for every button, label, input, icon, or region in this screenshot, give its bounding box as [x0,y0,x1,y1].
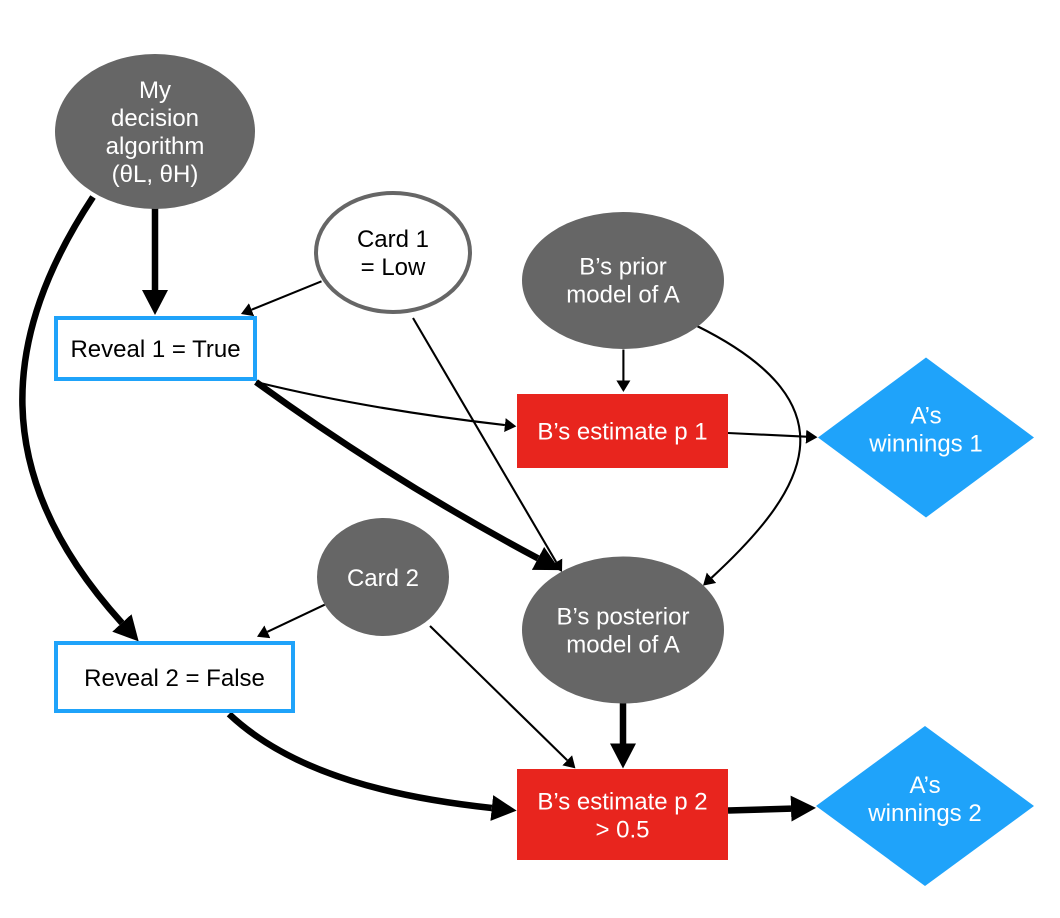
svg-text:B’s estimate p 2: B’s estimate p 2 [537,788,707,815]
svg-text:B’s posterior: B’s posterior [557,604,690,631]
svg-text:A’s: A’s [910,402,941,429]
svg-text:winnings 1: winnings 1 [868,431,982,458]
svg-text:B’s estimate p 1: B’s estimate p 1 [537,419,707,446]
svg-text:model of A: model of A [566,632,679,659]
svg-text:= Low: = Low [361,254,426,281]
svg-text:Card 2: Card 2 [347,565,419,592]
svg-text:winnings 2: winnings 2 [867,800,981,827]
svg-text:(θL, θH): (θL, θH) [112,161,199,188]
svg-text:algorithm: algorithm [106,133,205,160]
svg-text:decision: decision [111,105,199,132]
svg-text:Reveal 1 = True: Reveal 1 = True [70,336,240,363]
svg-text:model of A: model of A [566,282,679,309]
svg-text:> 0.5: > 0.5 [595,816,649,843]
svg-text:A’s: A’s [909,772,940,799]
svg-text:My: My [139,77,171,104]
svg-text:B’s prior: B’s prior [579,254,667,281]
svg-text:Card 1: Card 1 [357,226,429,253]
svg-text:Reveal 2 = False: Reveal 2 = False [84,665,265,692]
